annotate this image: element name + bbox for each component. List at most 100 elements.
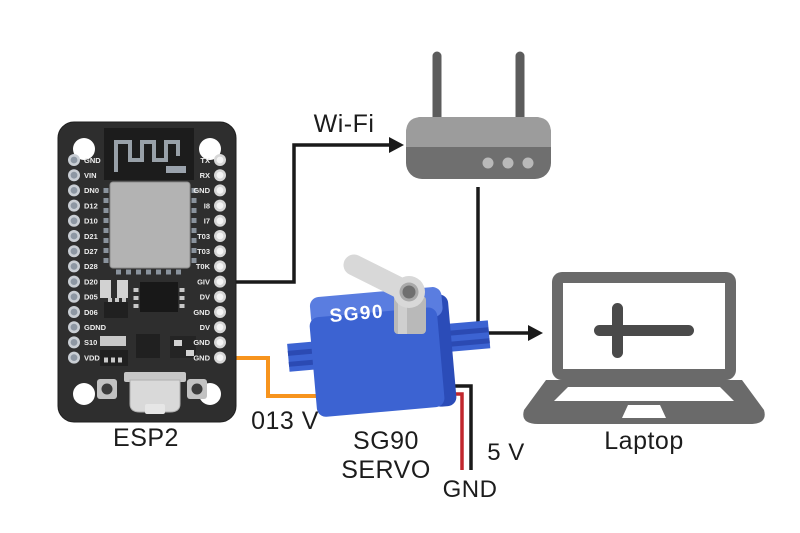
wifi-router-icon	[406, 51, 551, 179]
esp32-pin-label: GND	[193, 353, 210, 362]
esp32-pin-hole	[216, 187, 224, 194]
esp32-pin-hole	[70, 217, 78, 225]
mounting-hole-icon	[73, 138, 95, 160]
esp32-pin-hole	[216, 354, 224, 361]
servo-brand-label: SG90	[329, 301, 385, 327]
esp32-pin-label: D06	[84, 308, 98, 317]
esp32-pin-hole	[216, 232, 224, 240]
esp32-pin-label: GIV	[197, 277, 210, 286]
smd-part	[100, 336, 126, 346]
esp32-pin-label: T0K	[196, 262, 211, 271]
esp32-pin-label: I7	[204, 217, 210, 226]
esp32-pin-label: T03	[197, 247, 210, 256]
capacitor	[100, 280, 111, 298]
tab-slot	[288, 359, 320, 367]
laptop-label: Laptop	[604, 427, 683, 455]
esp32-pin-hole	[216, 247, 224, 255]
servo-front-face	[309, 307, 445, 417]
servo-caption-line1: SG90	[353, 427, 419, 455]
router-led-icon	[522, 157, 534, 169]
smd-part	[186, 350, 194, 356]
esp32-pin-hole	[70, 171, 78, 179]
arrowhead-icon	[389, 137, 404, 153]
supply-voltage-label: 5 V	[487, 439, 525, 466]
router-laptop-wire	[476, 187, 543, 341]
router-led-icon	[482, 157, 494, 169]
esp32-pin-hole	[216, 171, 224, 179]
mounting-hole-icon	[73, 383, 95, 405]
mounting-hole-icon	[199, 138, 221, 160]
esp32-pin-label: D12	[84, 201, 98, 210]
esp32-pin-label: RX	[200, 171, 210, 180]
esp32-pin-label: D20	[84, 277, 98, 286]
esp32-label: ESP2	[113, 424, 179, 452]
esp32-pin-hole	[216, 156, 224, 164]
usb-tab	[145, 404, 165, 414]
esp32-pin-label: I8	[204, 201, 210, 210]
esp32-pin-hole	[70, 339, 78, 346]
servo-caption-line2: SERVO	[341, 456, 431, 484]
tab-slot	[438, 327, 489, 337]
esp32-pin-hole	[70, 263, 78, 270]
esp32-pin-label: DV	[200, 323, 210, 332]
esp32-board: GNDVINDN0D12D10D21D27D28D20D05D06GDNDS10…	[57, 121, 237, 423]
chip	[140, 282, 178, 312]
chip	[104, 302, 128, 318]
esp32-pin-hole	[216, 263, 224, 270]
esp32-pin-hole	[70, 187, 78, 194]
esp32-pin-hole	[216, 202, 224, 210]
ground-label: GND	[443, 476, 498, 503]
esp32-pin-hole	[70, 232, 78, 240]
esp32-pin-hole	[70, 247, 78, 255]
wifi-label: Wi-Fi	[314, 110, 375, 138]
capacitor	[117, 280, 128, 298]
wifi-connection-wire	[224, 137, 404, 284]
esp32-pin-hole	[70, 156, 78, 164]
servo-body: SG90	[287, 287, 491, 417]
esp32-pin-label: GND	[193, 308, 210, 317]
esp32-pin-label: S10	[84, 338, 97, 347]
esp32-pin-label: GDND	[84, 323, 107, 332]
tab-slot	[287, 348, 319, 356]
esp32-pin-hole	[216, 278, 224, 285]
esp32-pin-label: D28	[84, 262, 98, 271]
esp32-pin-label: D21	[84, 232, 98, 241]
esp32-pin-label: GND	[193, 186, 210, 195]
cursor-plus-icon	[594, 325, 694, 336]
antenna-trace-icon	[114, 140, 180, 172]
servo-shaft-highlight	[398, 296, 407, 334]
signal-voltage-label: 013 V	[251, 407, 319, 435]
esp32-pin-label: VIN	[84, 171, 97, 180]
esp32-pin-hole	[70, 323, 78, 331]
esp32-pin-hole	[70, 293, 78, 301]
esp32-pin-label: D05	[84, 293, 98, 302]
wifi-wire-path	[224, 143, 390, 284]
esp32-pins: GNDVINDN0D12D10D21D27D28D20D05D06GDNDS10…	[68, 154, 226, 364]
esp32-pin-hole	[216, 323, 224, 331]
esp32-pin-hole	[216, 339, 224, 346]
cursor-plus-icon	[612, 303, 623, 358]
laptop-keyboard	[554, 387, 734, 401]
esp32-pin-hole	[70, 278, 78, 285]
esp32-pin-label: VDD	[84, 353, 100, 362]
usb-connector-icon	[129, 379, 181, 413]
esp32-pin-label: T03	[197, 232, 210, 241]
esp32-pin-hole	[70, 202, 78, 210]
arrowhead-icon	[528, 325, 543, 341]
rf-shield	[109, 181, 191, 269]
esp32-pin-label: GND	[193, 338, 210, 347]
router-body-top	[406, 117, 551, 147]
laptop-icon	[523, 272, 765, 424]
servo-horn-hole	[402, 285, 416, 299]
smd-part	[174, 340, 182, 346]
esp32-pin-label: DN0	[84, 186, 99, 195]
esp32-pin-hole	[216, 293, 224, 301]
router-led-icon	[502, 157, 514, 169]
button-cap-icon	[191, 383, 203, 395]
servo-signal-wire	[224, 356, 330, 398]
esp32-pin-label: TX	[200, 156, 210, 165]
esp32-pin-label: GND	[84, 156, 101, 165]
esp32-pin-label: D10	[84, 217, 98, 226]
